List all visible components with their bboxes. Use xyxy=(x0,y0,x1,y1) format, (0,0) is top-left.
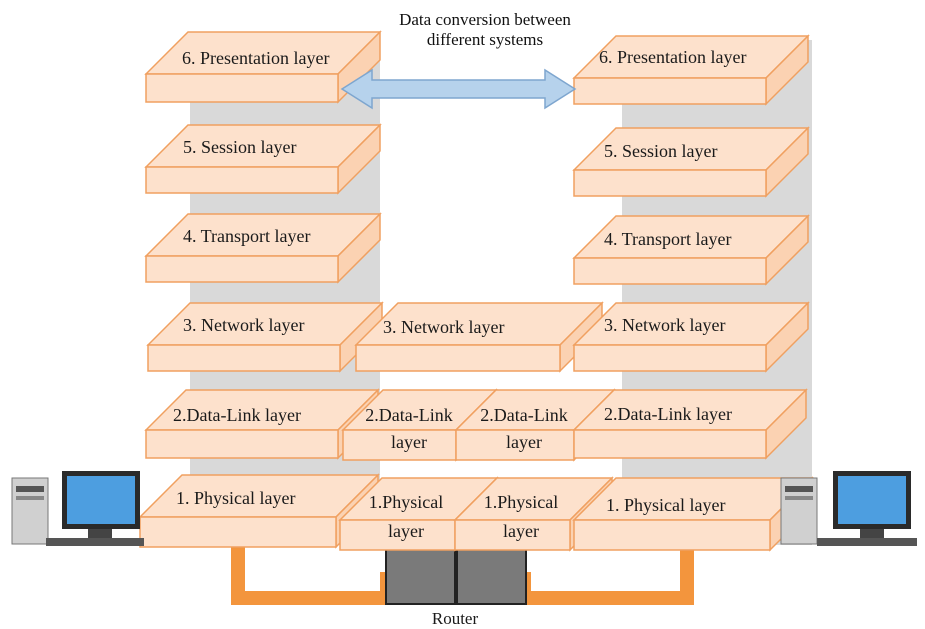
router-left-box xyxy=(385,548,456,605)
slab-front-left-datalink xyxy=(145,429,339,459)
label-router-network: 3. Network layer xyxy=(383,317,504,337)
left-computer-icon xyxy=(11,471,144,546)
label-left-physical: 1. Physical layer xyxy=(176,488,295,508)
slab-front-router-network xyxy=(355,344,561,372)
slab-left-network: 3. Network layer xyxy=(146,301,384,373)
slab-front-right-physical xyxy=(573,519,771,551)
slab-right-network: 3. Network layer xyxy=(572,301,810,373)
slab-front-left-session xyxy=(145,166,339,194)
right-stack-band xyxy=(622,40,812,545)
label-router-datalink-l-line-1: 2.Data-Link xyxy=(365,405,452,425)
right-cable xyxy=(517,545,694,605)
label-right-presentation: 6. Presentation layer xyxy=(599,47,746,67)
slab-front-router-physical-r xyxy=(454,519,571,551)
right-computer-icon xyxy=(780,471,917,546)
left-keyboard xyxy=(46,538,144,546)
slab-front-right-presentation xyxy=(573,77,767,105)
label-right-datalink: 2.Data-Link layer xyxy=(604,404,732,424)
router-label: Router xyxy=(432,609,479,628)
slab-right-transport: 4. Transport layer xyxy=(572,214,810,286)
label-right-physical: 1. Physical layer xyxy=(606,495,725,515)
stack-backgrounds xyxy=(190,40,812,545)
label-router-datalink-r-line-1: 2.Data-Link xyxy=(480,405,567,425)
slab-front-right-session xyxy=(573,169,767,197)
router-right-box xyxy=(456,548,527,605)
label-left-network: 3. Network layer xyxy=(183,315,304,335)
layer-slabs: 6. Presentation layer 5. Session layer 4. … xyxy=(138,30,814,552)
label-router-physical-r-line-2: layer xyxy=(503,521,539,541)
right-screen xyxy=(838,476,906,524)
label-left-session: 5. Session layer xyxy=(183,137,296,157)
slab-right-presentation: 6. Presentation layer xyxy=(572,34,810,106)
slab-right-datalink: 2.Data-Link layer xyxy=(572,388,808,460)
slab-front-left-physical xyxy=(139,516,337,548)
conversion-arrow xyxy=(340,68,577,110)
slab-router-network: 3. Network layer xyxy=(354,301,604,373)
caption-line-2: different systems xyxy=(426,30,544,49)
label-left-datalink: 2.Data-Link layer xyxy=(173,405,301,425)
caption-line-1: Data conversion between xyxy=(399,10,571,29)
bidirectional-arrow-icon xyxy=(340,68,577,110)
slab-right-physical: 1. Physical layer xyxy=(572,476,814,552)
slab-left-datalink: 2.Data-Link layer xyxy=(144,388,380,460)
slab-left-session: 5. Session layer xyxy=(144,123,382,195)
slab-front-left-network xyxy=(147,344,341,372)
slab-left-presentation: 6. Presentation layer xyxy=(144,30,382,104)
label-right-session: 5. Session layer xyxy=(604,141,717,161)
slab-front-router-physical-l xyxy=(339,519,456,551)
label-router-physical-l-line-1: 1.Physical xyxy=(369,492,444,512)
label-right-transport: 4. Transport layer xyxy=(604,229,732,249)
slab-front-left-transport xyxy=(145,255,339,283)
router-icon xyxy=(385,548,527,605)
slab-front-router-datalink-l xyxy=(342,429,457,461)
slab-front-right-network xyxy=(573,344,767,372)
slab-right-session: 5. Session layer xyxy=(572,126,810,198)
slab-front-left-presentation xyxy=(145,73,339,103)
label-router-datalink-r-line-2: layer xyxy=(506,432,542,452)
slab-left-transport: 4. Transport layer xyxy=(144,212,382,284)
slab-front-right-datalink xyxy=(573,429,767,459)
slab-router-datalink-l xyxy=(341,388,498,462)
label-router-datalink-l-line-2: layer xyxy=(391,432,427,452)
label-router-physical-r-line-1: 1.Physical xyxy=(484,492,559,512)
label-router-physical-l-line-2: layer xyxy=(388,521,424,541)
left-stack-band xyxy=(190,40,380,545)
label-left-transport: 4. Transport layer xyxy=(183,226,311,246)
label-left-presentation: 6. Presentation layer xyxy=(182,48,329,68)
right-keyboard xyxy=(817,538,917,546)
label-right-network: 3. Network layer xyxy=(604,315,725,335)
left-screen xyxy=(67,476,135,524)
left-cable xyxy=(231,545,394,605)
slab-front-right-transport xyxy=(573,257,767,285)
conversion-caption: Data conversion between different system… xyxy=(355,10,615,50)
